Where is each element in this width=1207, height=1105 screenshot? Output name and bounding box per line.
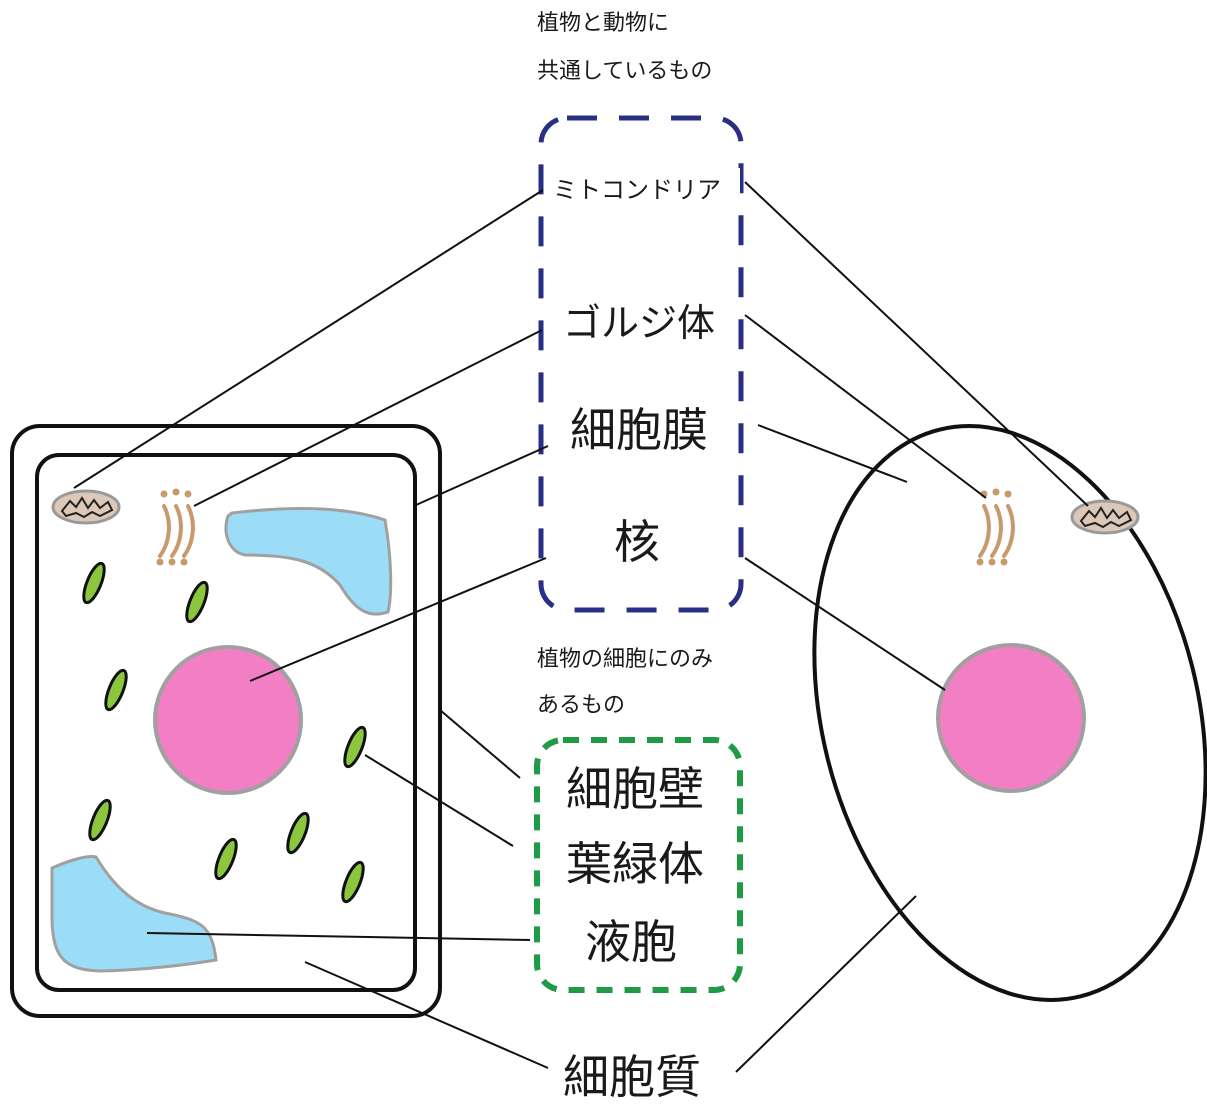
common-heading-line1: 植物と動物に	[537, 11, 669, 36]
label-chloroplast: 葉緑体	[566, 837, 704, 891]
label-golgi: ゴルジ体	[563, 301, 715, 345]
chloroplast	[343, 725, 367, 769]
plant-chloroplasts	[82, 561, 367, 904]
label-nucleus: 核	[614, 515, 660, 569]
animal-mitochondrion	[1070, 499, 1140, 535]
label-vacuole: 液胞	[585, 915, 677, 969]
chloroplast	[214, 837, 238, 881]
label-cytoplasm: 細胞質	[563, 1050, 701, 1104]
label-mitochondria: ミトコンドリア	[553, 176, 721, 204]
chloroplast	[104, 668, 128, 712]
chloroplast	[88, 798, 112, 842]
common-heading-line2: 共通しているもの	[537, 59, 712, 84]
plant-vacuole-top	[224, 507, 393, 616]
plant-cell	[10, 424, 442, 1018]
chloroplast	[341, 860, 365, 904]
plant-mitochondrion	[51, 489, 121, 525]
animal-cell-membrane	[812, 424, 1207, 1002]
plant-nucleus	[153, 645, 303, 795]
plant-vacuole-bottom	[50, 855, 218, 973]
common-group-box	[538, 115, 744, 613]
chloroplast	[185, 580, 209, 624]
label-cell-wall: 細胞壁	[566, 762, 704, 816]
animal-nucleus	[936, 643, 1086, 793]
plant-only-group-box	[534, 737, 743, 993]
label-membrane: 細胞膜	[570, 403, 708, 457]
plant-cell-wall	[10, 424, 442, 1018]
leader-lines	[73, 181, 1089, 1073]
chloroplast	[82, 561, 106, 605]
plant-only-heading-line2: あるもの	[537, 693, 625, 718]
animal-cell	[812, 424, 1207, 1002]
animal-golgi	[976, 488, 1015, 566]
plant-golgi	[156, 488, 195, 566]
plant-only-heading-line1: 植物の細胞にのみ	[537, 647, 713, 672]
chloroplast	[286, 811, 310, 855]
